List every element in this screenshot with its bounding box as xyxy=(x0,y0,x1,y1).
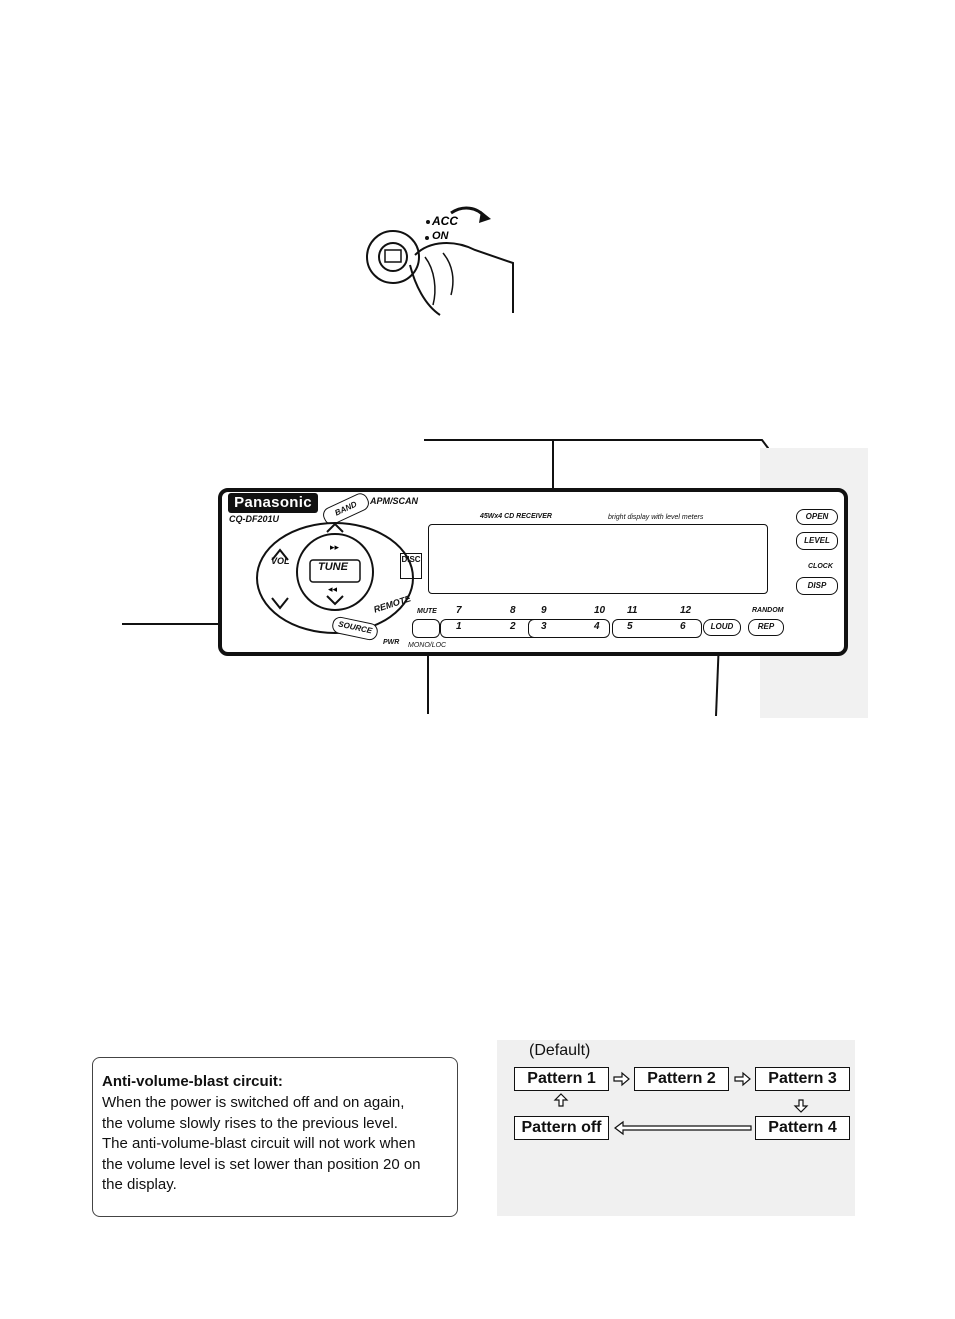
preset-num: 4 xyxy=(594,621,600,632)
anti-volume-blast-note xyxy=(92,1057,458,1217)
preset-num: 8 xyxy=(510,605,516,616)
brand-logo: Panasonic xyxy=(228,493,318,513)
acc-label: ACC xyxy=(431,214,458,228)
preset-num: 9 xyxy=(541,605,547,616)
preset-num: 11 xyxy=(627,605,638,616)
default-label: (Default) xyxy=(529,1042,591,1059)
pattern-4-box: Pattern 4 xyxy=(755,1116,850,1140)
preset-button-5-6[interactable] xyxy=(612,619,702,638)
svg-text:◂◂: ◂◂ xyxy=(328,584,338,594)
ignition-key-illustration: ACC ON xyxy=(366,206,514,316)
pattern-arrows xyxy=(553,1071,809,1136)
receiver-label: 45Wx4 CD RECEIVER xyxy=(480,513,552,520)
random-label: RANDOM xyxy=(752,607,784,614)
clock-label: CLOCK xyxy=(808,563,833,570)
rep-button[interactable]: REP xyxy=(748,619,784,636)
preset-num: 7 xyxy=(456,605,462,616)
preset-num: 2 xyxy=(510,621,516,632)
arrow-right-icon xyxy=(613,1071,751,1087)
display-slogan: bright display with level meters xyxy=(608,514,704,521)
svg-text:▸▸: ▸▸ xyxy=(330,542,340,552)
note-line: When the power is switched off and on ag… xyxy=(102,1094,405,1111)
disc-logo-icon: DISC xyxy=(400,553,422,579)
level-button[interactable]: LEVEL xyxy=(796,532,838,550)
vol-label: VOL xyxy=(271,556,290,566)
arrow-down-icon xyxy=(793,1099,809,1113)
note-line: the volume level is set lower than posit… xyxy=(102,1155,421,1173)
disp-button[interactable]: DISP xyxy=(796,577,838,595)
mute-label: MUTE xyxy=(417,608,437,615)
model-label: CQ-DF201U xyxy=(229,514,280,524)
preset-num: 12 xyxy=(680,605,692,616)
note-title: Anti-volume-blast circuit: xyxy=(102,1073,283,1090)
arrow-left-long-icon xyxy=(614,1120,752,1136)
preset-num: 1 xyxy=(456,621,462,632)
preset-button-3-4[interactable] xyxy=(528,619,610,638)
mute-button[interactable] xyxy=(412,619,440,638)
note-line: the volume slowly rises to the previous … xyxy=(102,1114,398,1132)
pattern-off-box: Pattern off xyxy=(514,1116,609,1140)
loud-button[interactable]: LOUD xyxy=(703,619,741,636)
preset-num: 6 xyxy=(680,621,686,632)
arrow-up-icon xyxy=(553,1093,569,1107)
preset-num: 5 xyxy=(627,621,633,632)
pattern-2-box: Pattern 2 xyxy=(634,1067,729,1091)
note-line: The anti-volume-blast circuit will not w… xyxy=(102,1135,416,1152)
open-button[interactable]: OPEN xyxy=(796,509,838,525)
mono-loc-label: MONO/LOC xyxy=(408,642,447,649)
pwr-label: PWR xyxy=(383,639,400,646)
pattern-3-box: Pattern 3 xyxy=(755,1067,850,1091)
on-label: ON xyxy=(432,230,450,242)
preset-num: 3 xyxy=(541,621,547,632)
pattern-1-box: Pattern 1 xyxy=(514,1067,609,1091)
apm-scan-button[interactable]: APM/SCAN xyxy=(370,496,419,506)
note-line: the display. xyxy=(102,1176,177,1193)
tune-label: TUNE xyxy=(318,561,348,573)
note-body: When the power is switched off and on ag… xyxy=(102,1093,452,1196)
preset-num: 10 xyxy=(594,605,606,616)
lcd-display xyxy=(428,524,768,594)
